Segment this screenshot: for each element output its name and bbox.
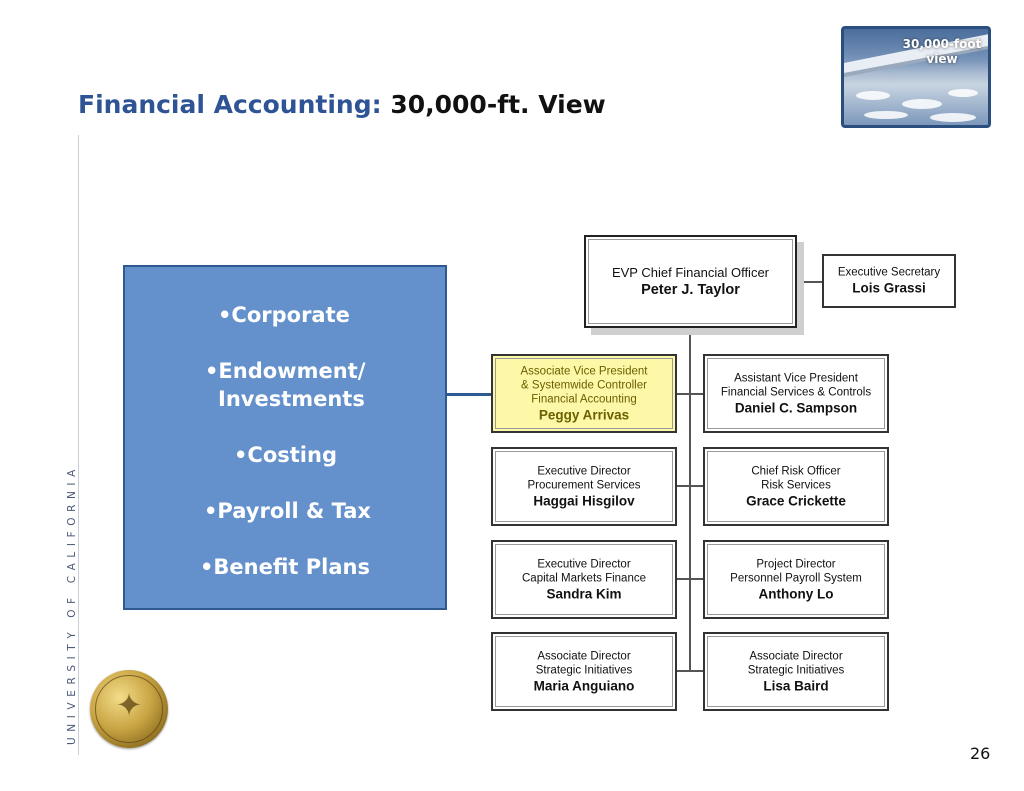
box-connector (447, 393, 492, 396)
title-highlight: Financial Accounting: (78, 90, 382, 119)
bullet-investments: Investments (218, 387, 365, 411)
secretary-line (796, 281, 823, 283)
org-branch-2 (676, 485, 704, 487)
university-wordmark: UNIVERSITY OF CALIFORNIA (66, 464, 78, 745)
org-trunk-line (689, 327, 691, 671)
university-seal-icon: ✦ (90, 670, 168, 748)
org-box-capital-markets: Executive Director Capital Markets Finan… (491, 540, 677, 619)
org-box-secretary: Executive Secretary Lois Grassi (822, 254, 956, 308)
org-branch-4 (676, 670, 704, 672)
bullet-endowment: •Endowment/ (205, 359, 366, 383)
vertical-divider (78, 135, 79, 755)
org-box-financial-services: Assistant Vice President Financial Servi… (703, 354, 889, 433)
bullet-benefit-plans: •Benefit Plans (200, 555, 370, 579)
org-box-cfo: EVP Chief Financial Officer Peter J. Tay… (584, 235, 797, 328)
responsibilities-box: •Corporate •Endowment/ Investments •Cost… (123, 265, 447, 610)
thumbnail-label: 30,000-foot view (902, 37, 982, 66)
bullet-costing: •Costing (234, 443, 337, 467)
org-box-controller: Associate Vice President & Systemwide Co… (491, 354, 677, 433)
org-box-strategic-right: Associate Director Strategic Initiatives… (703, 632, 889, 711)
org-box-strategic-left: Associate Director Strategic Initiatives… (491, 632, 677, 711)
title-rest: 30,000-ft. View (390, 90, 606, 119)
bullet-payroll-tax: •Payroll & Tax (204, 499, 371, 523)
org-box-risk: Chief Risk Officer Risk Services Grace C… (703, 447, 889, 526)
bullet-corporate: •Corporate (218, 303, 350, 327)
org-box-procurement: Executive Director Procurement Services … (491, 447, 677, 526)
page-number: 26 (970, 744, 991, 763)
org-branch-1 (676, 393, 704, 395)
org-branch-3 (676, 578, 704, 580)
airplane-wing-icon (844, 34, 988, 77)
view-thumbnail: 30,000-foot view (841, 26, 991, 128)
org-box-payroll-system: Project Director Personnel Payroll Syste… (703, 540, 889, 619)
slide-title: Financial Accounting: 30,000-ft. View (78, 90, 606, 119)
